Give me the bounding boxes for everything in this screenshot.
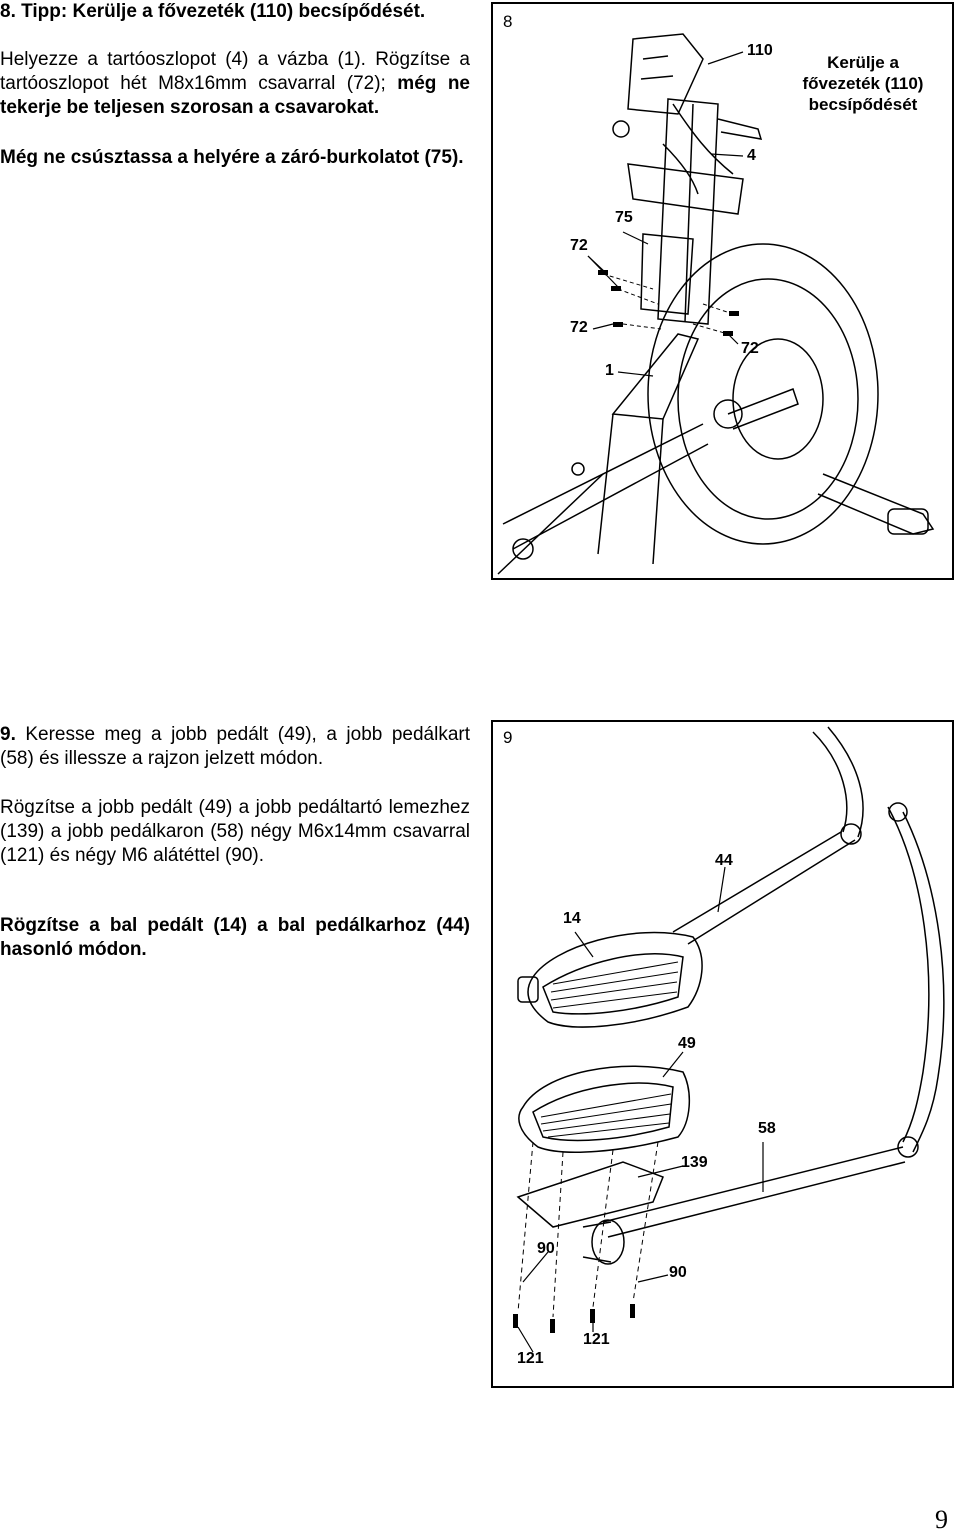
step9-paragraph-1: Rögzítse a jobb pedált (49) a jobb pedál…: [0, 797, 470, 866]
figure-9: 9 44 14 49 58 139 90 90 121 121: [491, 720, 954, 1388]
step8-paragraph-1-normal: Helyezze a tartóoszlopot (4) a vázba (1)…: [0, 49, 470, 94]
step9-heading: 9. Keresse meg a jobb pedált (49), a job…: [0, 723, 470, 771]
callout-90-left: 90: [537, 1240, 555, 1257]
callout-72-left: 72: [570, 319, 588, 336]
callout-49: 49: [678, 1035, 696, 1052]
callout-14: 14: [563, 910, 581, 927]
callout-110: 110: [747, 42, 773, 59]
pinch-warning-line-1: Kerülje a: [827, 53, 899, 72]
callout-44: 44: [715, 852, 733, 869]
step9-heading-text: Keresse meg a jobb pedált (49), a jobb p…: [0, 724, 470, 769]
callout-121-right: 121: [583, 1331, 610, 1348]
figure-8-drawing: [497, 33, 935, 575]
figure-8-number: 8: [503, 12, 513, 31]
figure-8: 8 Kerülje a fővezeték (110) becsípődését…: [491, 2, 954, 580]
pinch-warning-line-2: fővezeték (110): [802, 74, 924, 93]
callout-58: 58: [758, 1120, 776, 1137]
step8-paragraph-1: Helyezze a tartóoszlopot (4) a vázba (1)…: [0, 48, 470, 120]
figure-9-number: 9: [503, 728, 513, 747]
figure-9-drawing: [513, 726, 945, 1353]
callout-75: 75: [615, 209, 633, 226]
step9-heading-number: 9.: [0, 724, 16, 745]
callout-121-left: 121: [517, 1350, 544, 1367]
page-number: 9: [935, 1505, 948, 1534]
pinch-warning-line-3: becsípődését: [808, 95, 918, 114]
callout-139: 139: [681, 1154, 708, 1171]
step8-paragraph-1-bold: még ne tekerje be teljesen szorosan a cs…: [0, 73, 470, 118]
pinch-warning: Kerülje a fővezeték (110) becsípődését: [783, 52, 943, 115]
step8-heading: 8. Tipp: Kerülje a fővezeték (110) becsí…: [0, 1, 426, 22]
callout-90-right: 90: [669, 1264, 687, 1281]
callout-72-right: 72: [741, 340, 759, 357]
callout-1: 1: [605, 362, 614, 379]
callout-4: 4: [747, 147, 756, 164]
step9-paragraph-2: Rögzítse a bal pedált (14) a bal pedálka…: [0, 915, 470, 960]
step8-paragraph-2: Még ne csúsztassa a helyére a záró-burko…: [0, 147, 464, 168]
callout-72-top: 72: [570, 237, 588, 254]
